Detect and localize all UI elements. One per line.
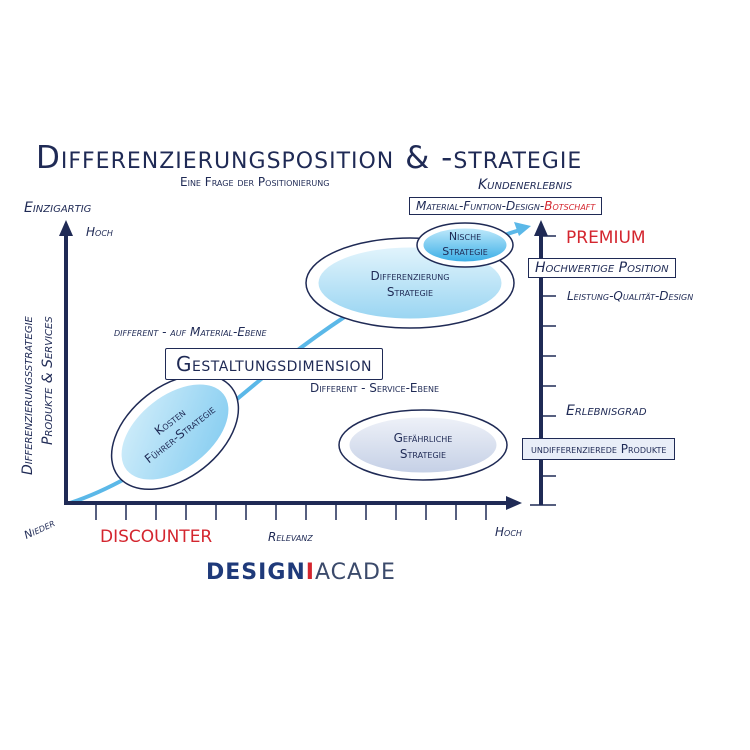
gefaehrlich-text: Gefährliche Strategie <box>363 430 483 462</box>
gestaltungsdimension-box: Gestaltungsdimension <box>165 348 383 380</box>
logo-separator: I <box>305 560 315 585</box>
y-axis-top-label: Einzigartig <box>24 200 92 216</box>
right-axis-erlebnisgrad: Erlebnisgrad <box>566 403 647 419</box>
x-axis-relevanz: Relevanz <box>268 530 313 544</box>
gefaehrlich-line2: Strategie <box>399 447 447 461</box>
ellipse-nische <box>416 222 514 268</box>
right-axis-arrowhead <box>534 220 548 236</box>
x-axis-arrowhead <box>506 496 522 510</box>
x-axis-discounter: DISCOUNTER <box>100 527 213 547</box>
gefaehrlich-line1: Gefährliche <box>393 431 453 445</box>
growth-curve-arrowhead <box>514 222 531 236</box>
logo-acade: ACADE <box>314 560 396 585</box>
right-axis-premium: PREMIUM <box>566 228 646 248</box>
page-subtitle: Eine Frage der Positionierung <box>180 175 330 189</box>
ellipse-gefaehrlich <box>338 409 508 481</box>
right-axis-leistung: Leistung-Qualität-Design <box>567 289 694 303</box>
right-axis-hochwertige: Hochwertige Position <box>528 258 676 278</box>
right-axis-botschaft-box: Material-Funtion-Design-Botschaft <box>409 197 603 215</box>
differenzierung-line1: Differenzierung <box>370 269 450 283</box>
right-axis-top-label: Kundenerlebnis <box>478 177 573 193</box>
y-axis-title-line2: Produkte & Services <box>40 316 56 445</box>
y-axis-arrowhead <box>59 220 73 236</box>
botschaft-highlight: Botschaft <box>544 199 596 213</box>
botschaft-prefix: Material-Funtion-Design- <box>416 199 545 213</box>
ellipse-kosten <box>110 373 240 491</box>
page-title: Differenzierungsposition & -strategie <box>36 140 583 176</box>
annotation-material-ebene: different - auf Material-Ebene <box>114 325 267 339</box>
differenzierung-line2: Strategie <box>386 285 434 299</box>
annotation-service-ebene: Different - Service-Ebene <box>310 381 440 395</box>
y-axis-title-line1: Differenzierungsstrategie <box>20 316 36 475</box>
x-axis-ticks <box>95 503 487 520</box>
right-axis-undiff-box: undifferenzierede Produkte <box>522 438 676 460</box>
x-axis-high-label: Hoch <box>495 525 522 539</box>
nische-line2: Strategie <box>442 245 488 258</box>
logo-design: DESIGN <box>206 560 306 585</box>
differenzierung-text: Differenzierung Strategie <box>340 268 480 300</box>
y-axis-high-label: Hoch <box>86 225 113 239</box>
nische-line1: Nische <box>448 230 482 243</box>
logo: DESIGNIACADE <box>206 560 396 585</box>
nische-text: Nische Strategie <box>425 229 505 259</box>
